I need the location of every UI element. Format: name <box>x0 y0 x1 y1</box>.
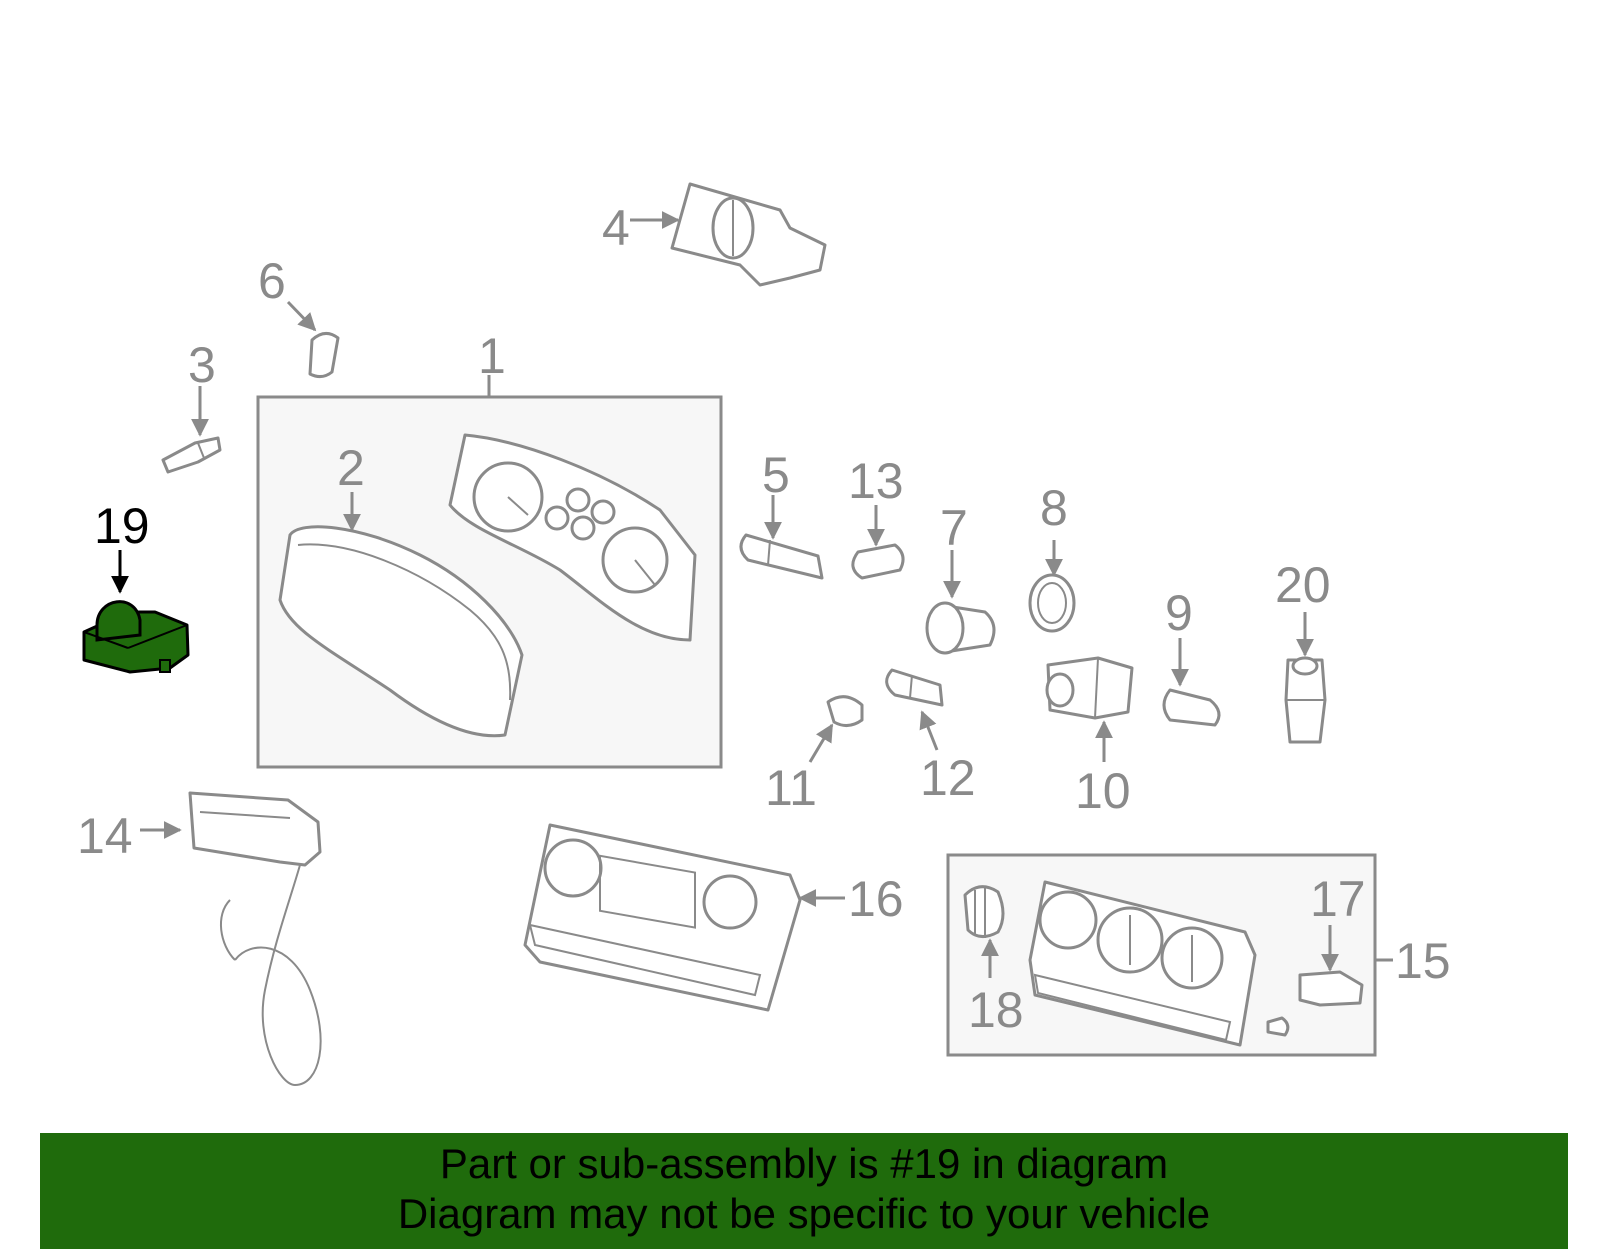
part-17-switch[interactable] <box>1298 970 1364 1007</box>
callout-17: 17 <box>1310 871 1366 927</box>
part-1-instrument-cluster[interactable] <box>448 433 697 642</box>
part-11-bulb[interactable] <box>826 695 864 727</box>
callout-15: 15 <box>1395 933 1451 989</box>
banner-line-2: Diagram may not be specific to your vehi… <box>397 1190 1211 1237</box>
part-16-climate-panel[interactable] <box>523 823 802 1012</box>
info-banner: Part or sub-assembly is #19 in diagram D… <box>40 1133 1568 1249</box>
part-3-sensor[interactable] <box>161 436 222 474</box>
callout-13: 13 <box>848 453 904 509</box>
callout-12: 12 <box>920 750 976 806</box>
part-5-bulb-socket[interactable] <box>739 533 824 580</box>
callout-9: 9 <box>1165 585 1193 641</box>
part-2-cluster-lens[interactable] <box>278 525 524 738</box>
callout-3: 3 <box>188 337 216 393</box>
callout-20: 20 <box>1275 557 1331 613</box>
callout-1: 1 <box>478 328 506 384</box>
part-18-knob[interactable] <box>963 885 1005 938</box>
callout-2: 2 <box>337 440 365 496</box>
part-15-climate-assembly[interactable] <box>1028 880 1257 1047</box>
callout-14: 14 <box>77 808 133 864</box>
part-9-bulb[interactable] <box>1162 688 1221 727</box>
part-20-switch[interactable] <box>1284 656 1327 744</box>
callout-18: 18 <box>968 982 1024 1038</box>
part-14-shift-indicator[interactable] <box>188 791 322 1087</box>
part-10-switch[interactable] <box>1045 656 1134 720</box>
callout-7: 7 <box>940 500 968 556</box>
screw <box>1266 1016 1290 1037</box>
callout-8: 8 <box>1040 480 1068 536</box>
part-6-bulb[interactable] <box>308 332 340 379</box>
part-7-knob[interactable] <box>925 601 996 655</box>
callout-6: 6 <box>258 253 286 309</box>
callout-10: 10 <box>1075 763 1131 819</box>
callout-11: 11 <box>765 760 817 816</box>
part-19-module-highlighted[interactable] <box>82 600 190 674</box>
part-8-knob[interactable] <box>1028 573 1076 633</box>
callout-5: 5 <box>762 447 790 503</box>
callout-19-highlighted: 19 <box>94 498 150 554</box>
part-13-bulb[interactable] <box>851 543 905 580</box>
callout-16: 16 <box>848 871 904 927</box>
part-12-bulb-socket[interactable] <box>885 668 944 707</box>
part-4-switch[interactable] <box>670 182 827 287</box>
banner-line-1: Part or sub-assembly is #19 in diagram <box>439 1140 1169 1187</box>
callout-4: 4 <box>602 200 630 256</box>
